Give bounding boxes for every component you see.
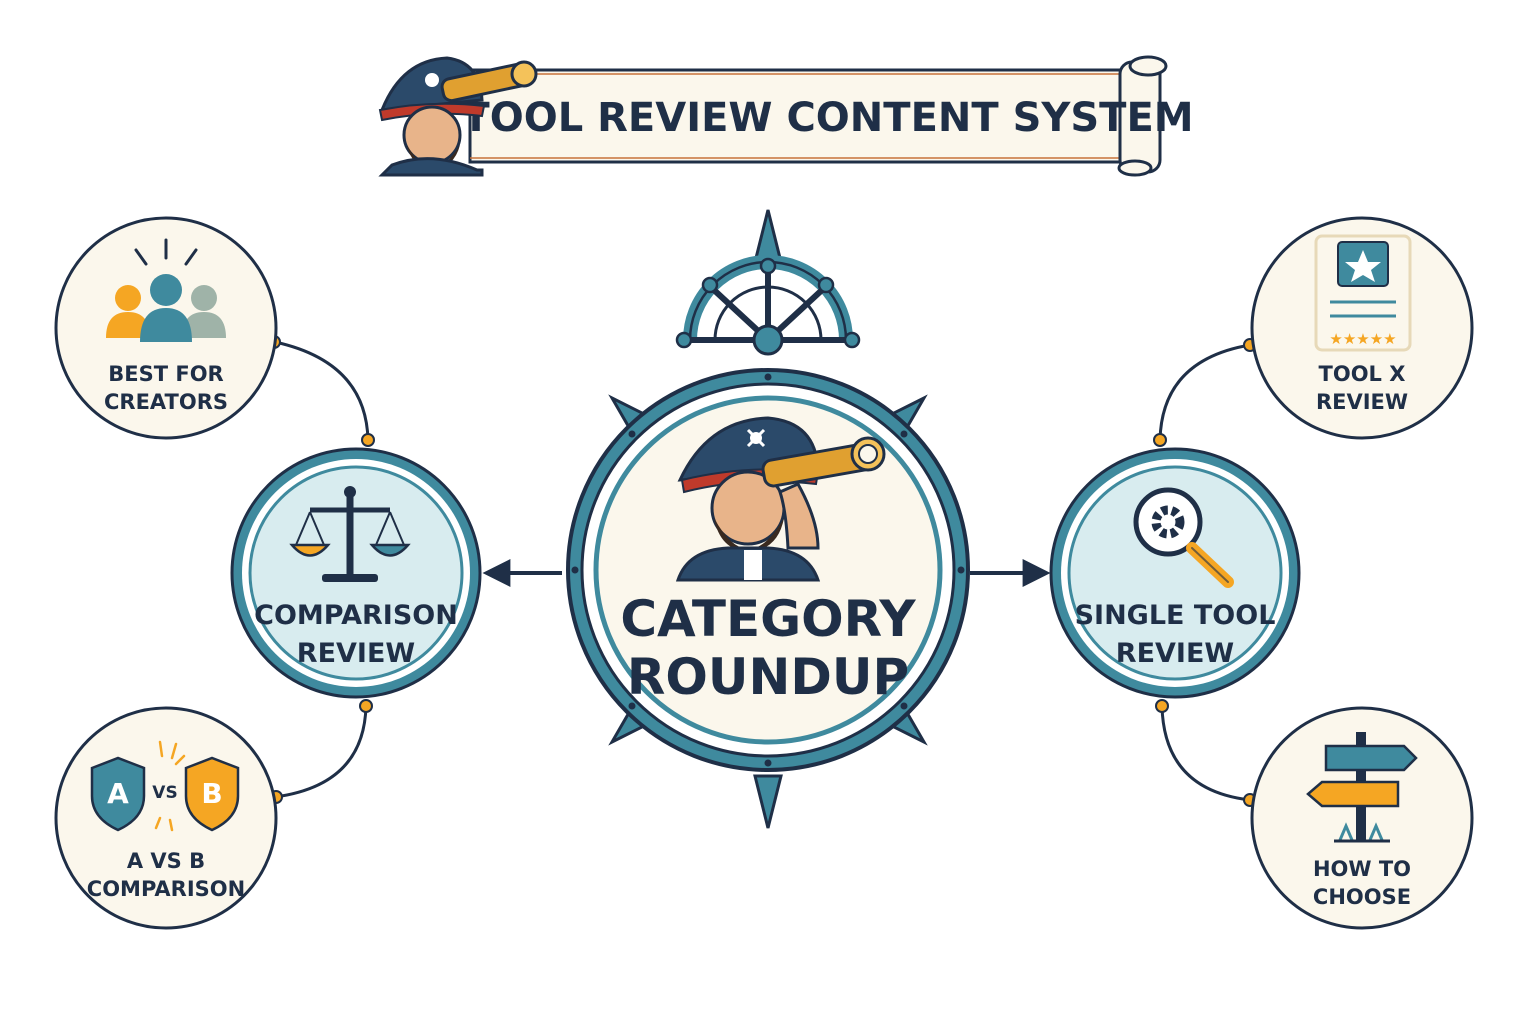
connectors	[267, 335, 1257, 807]
vs-label: VS	[152, 783, 177, 803]
page-title: TOOL REVIEW CONTENT SYSTEM	[462, 95, 1193, 141]
rating-stars: ★★★★★	[1329, 330, 1396, 348]
node-top-left-line2: CREATORS	[104, 390, 228, 414]
center-title-line1: CATEGORY	[620, 590, 916, 648]
magnifier-gear-icon	[1133, 487, 1234, 588]
a-vs-b-shields-icon: A B VS	[90, 740, 240, 832]
center-hub[interactable]: CATEGORY ROUNDUP	[566, 209, 970, 829]
right-hub-line1: SINGLE TOOL	[1075, 600, 1276, 631]
right-hub-line2: REVIEW	[1116, 638, 1234, 669]
banner-pirate-icon	[378, 56, 538, 177]
rivets	[571, 373, 965, 767]
people-group-icon	[106, 238, 226, 342]
node-a-vs-b-comparison[interactable]: A B VS A VS B COMPARISON	[54, 706, 278, 930]
ship-wheel-icon	[675, 255, 861, 356]
left-hub-line2: REVIEW	[297, 638, 415, 669]
signpost-icon	[1306, 732, 1418, 843]
balance-scale-icon	[289, 486, 411, 582]
node-bottom-right-line2: CHOOSE	[1313, 885, 1411, 909]
pirate-spyglass-icon	[675, 416, 886, 582]
node-best-for-creators[interactable]: BEST FOR CREATORS	[54, 216, 278, 440]
center-title-line2: ROUNDUP	[627, 648, 909, 706]
shield-a-letter: A	[107, 777, 129, 810]
node-tool-x-review[interactable]: ★★★★★ TOOL X REVIEW	[1250, 216, 1474, 440]
rating-card-icon: ★★★★★	[1314, 234, 1412, 352]
right-hub[interactable]: SINGLE TOOL REVIEW	[1049, 447, 1301, 699]
node-bottom-right-line1: HOW TO	[1313, 857, 1411, 881]
title-banner: TOOL REVIEW CONTENT SYSTEM	[378, 55, 1194, 177]
node-top-right-line1: TOOL X	[1319, 362, 1406, 386]
left-hub-line1: COMPARISON	[254, 600, 458, 631]
node-bottom-left-line2: COMPARISON	[87, 877, 245, 901]
node-top-left-line1: BEST FOR	[108, 362, 223, 386]
node-bottom-left-line1: A VS B	[127, 849, 205, 873]
shield-b-letter: B	[201, 777, 222, 810]
node-top-right-line2: REVIEW	[1316, 390, 1408, 414]
left-hub[interactable]: COMPARISON REVIEW	[230, 447, 482, 699]
node-how-to-choose[interactable]: HOW TO CHOOSE	[1250, 706, 1474, 930]
scroll-roll-icon	[1117, 55, 1168, 177]
